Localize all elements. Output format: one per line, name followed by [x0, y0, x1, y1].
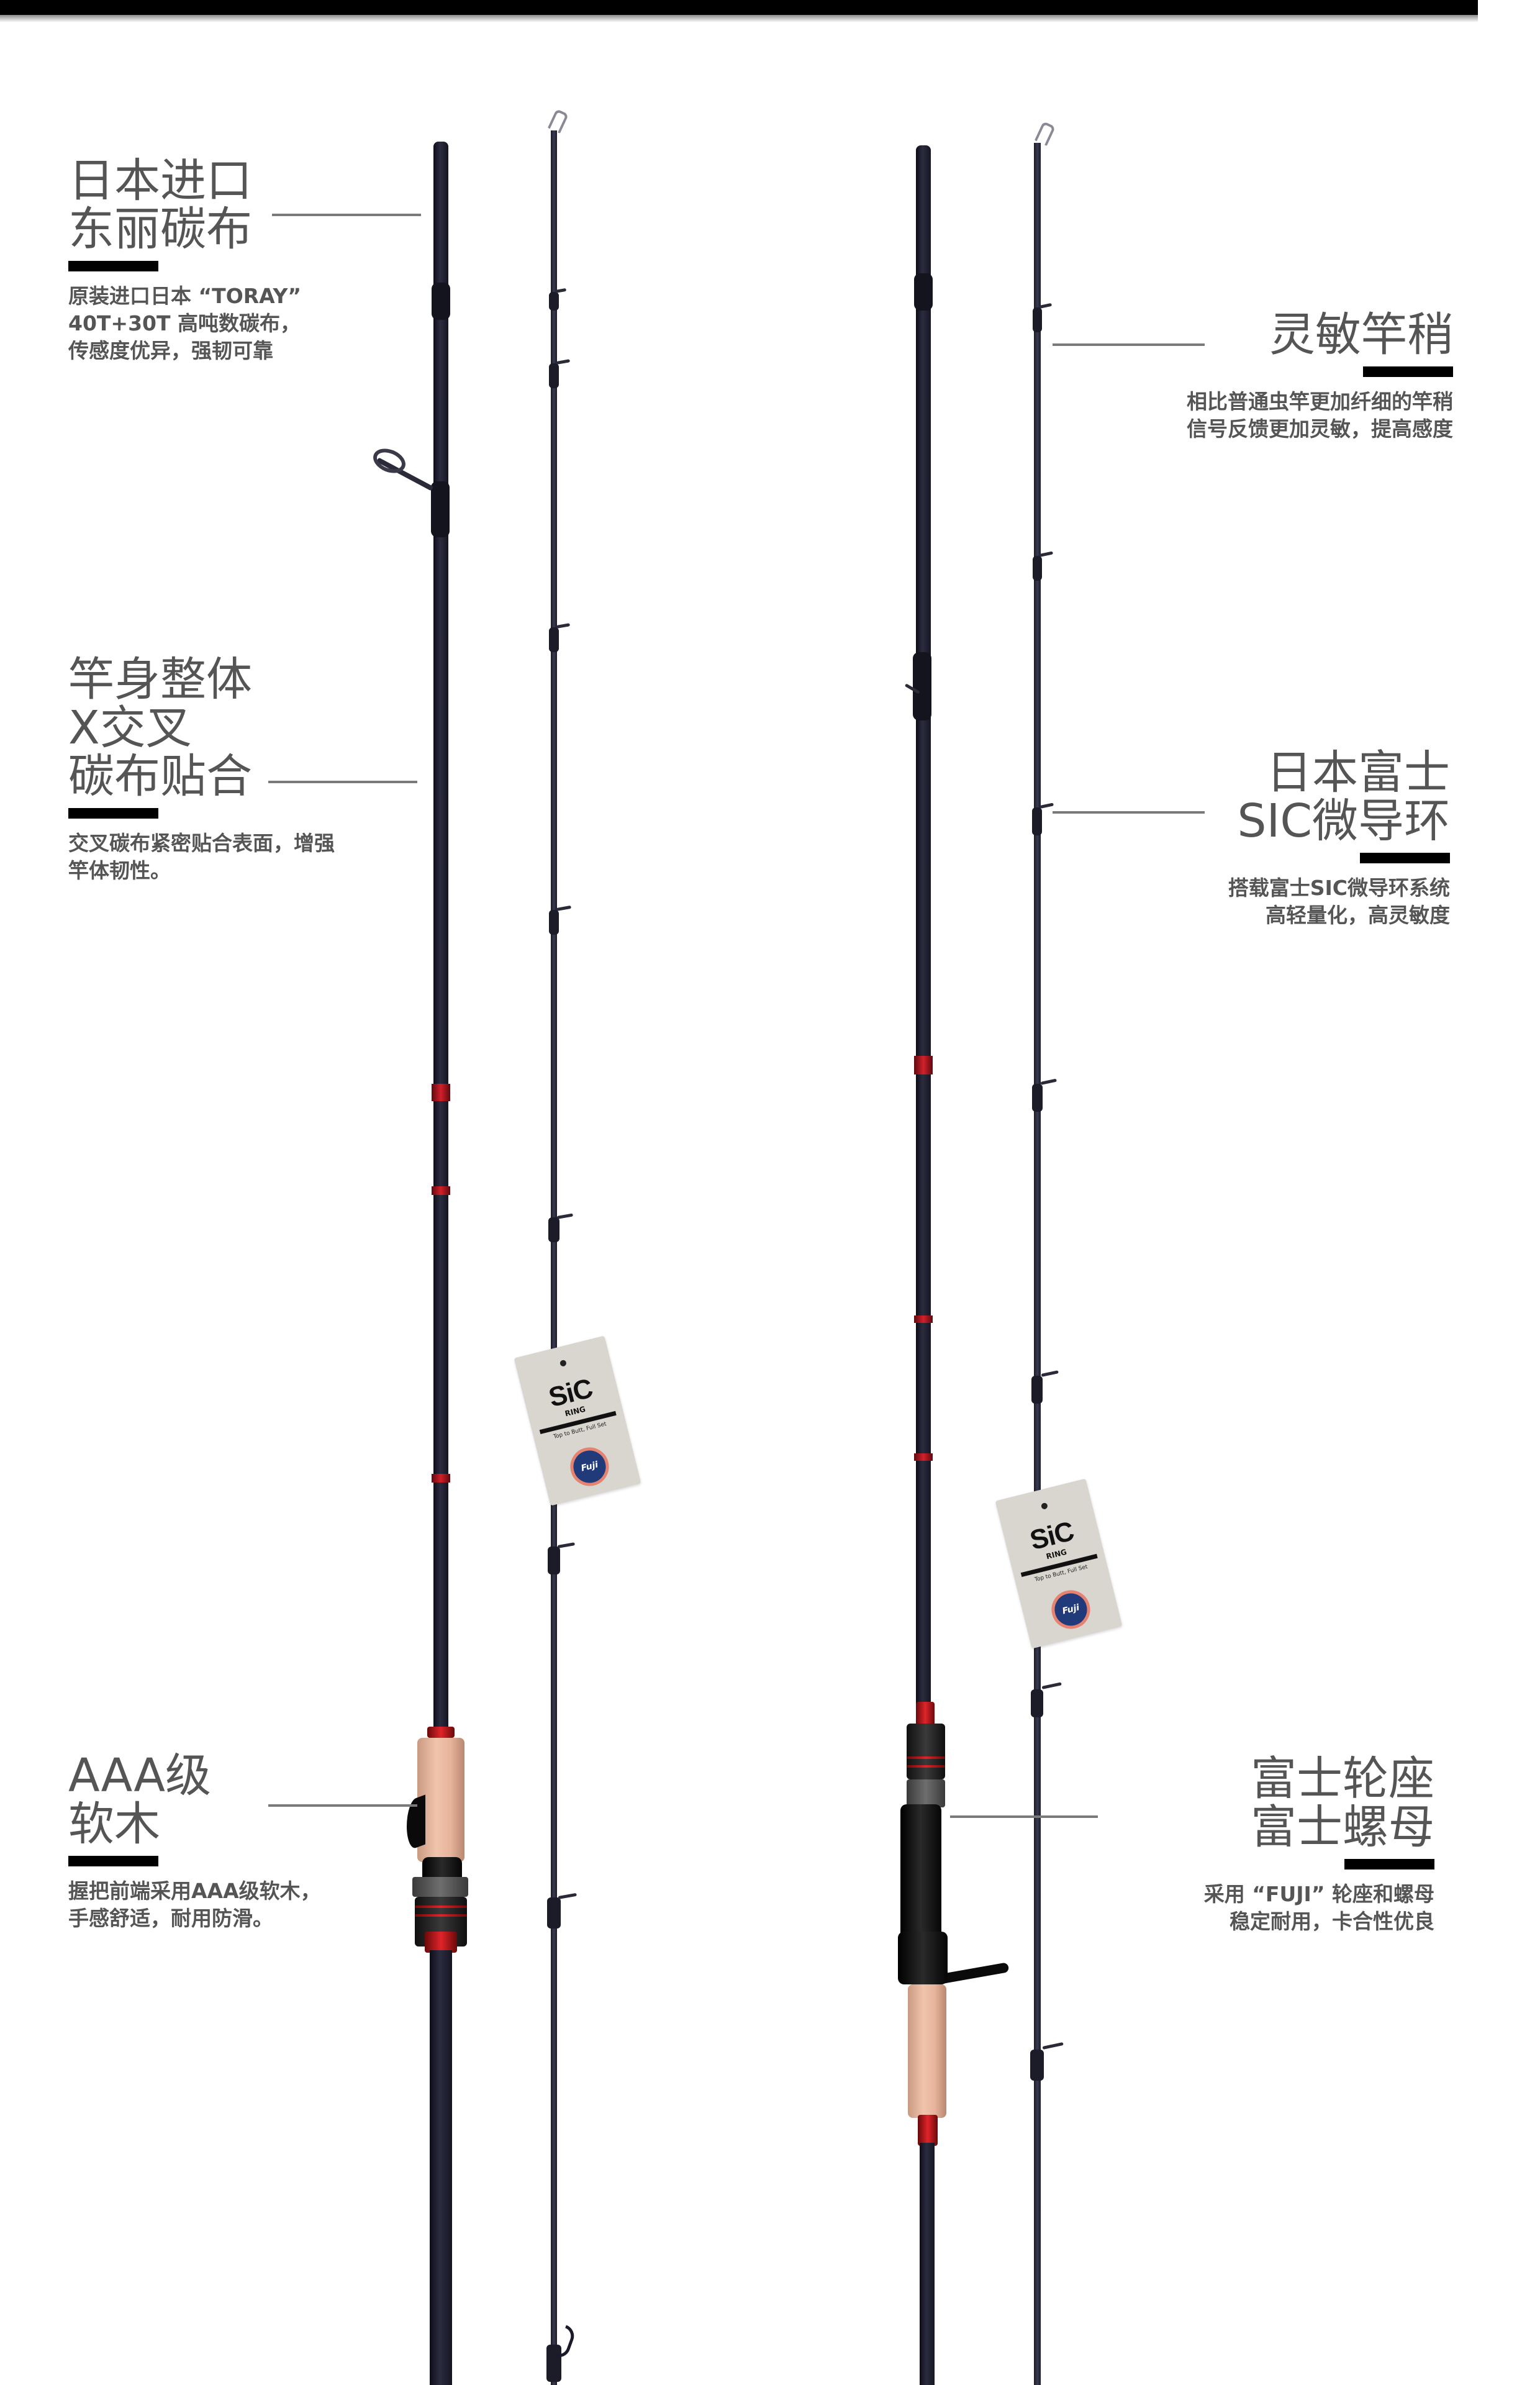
guide-ring — [556, 1213, 574, 1219]
callout-underline — [1360, 853, 1450, 863]
spinning-rod-nut-stripe — [415, 1906, 467, 1908]
leader-line-cork — [268, 1804, 417, 1807]
guide-foot — [548, 1547, 560, 1574]
callout-sensitive-tip: 灵敏竿稍 相比普通虫竿更加纤细的竿稍 信号反馈更加灵敏，提高感度 — [1187, 311, 1453, 443]
tag-hole — [559, 1359, 567, 1367]
guide-foot — [1032, 1084, 1043, 1112]
callout-description: 交叉碳布紧密贴合表面，增强 竿体韧性。 — [68, 831, 335, 883]
guide-foot — [1031, 1689, 1043, 1717]
callout-fuji-sic-guides: 日本富士 SIC微导环 搭载富士SIC微导环系统 高轻量化，高灵敏度 — [1228, 748, 1450, 929]
casting-rod-red-wrap — [914, 1315, 933, 1323]
sic-ring-hang-tag: SiC RING Top to Butt, Full Set Fuji — [514, 1335, 641, 1506]
spinning-rod-reel-foot-hood — [407, 1794, 425, 1851]
callout-description: 采用 “FUJI” 轮座和螺母 稳定耐用，卡合性优良 — [1203, 1882, 1434, 1933]
casting-rod-hood — [907, 1779, 945, 1807]
casting-rod-nut-stripe — [907, 1765, 945, 1768]
callout-title: 日本富士 SIC微导环 — [1237, 746, 1450, 848]
fuji-logo-icon: Fuji — [1047, 1586, 1095, 1633]
casting-rod-red-wrap — [914, 1056, 933, 1074]
callout-aaa-cork: AAA级 软木 握把前端采用AAA级软木， 手感舒适，耐用防滑。 — [68, 1751, 321, 1932]
guide-foot — [549, 910, 559, 935]
guide-ring — [557, 1542, 576, 1548]
guide-foot — [549, 627, 559, 652]
spinning-rod-rear-handle — [430, 1950, 452, 2385]
callout-description: 握把前端采用AAA级软木， 手感舒适，耐用防滑。 — [68, 1879, 321, 1930]
top-bar-shadow — [0, 15, 1478, 22]
callout-underline — [68, 808, 158, 819]
guide-foot — [549, 292, 559, 311]
guide-foot — [549, 363, 559, 388]
guide-ring — [1040, 1078, 1057, 1085]
leader-line-x-cross — [268, 781, 417, 783]
tag-hole — [1040, 1502, 1048, 1510]
spinning-rod-ferrule — [432, 283, 450, 320]
top-black-bar — [0, 0, 1478, 15]
callout-description: 相比普通虫竿更加纤细的竿稍 信号反馈更加灵敏，提高感度 — [1187, 389, 1453, 441]
casting-rod-tip-section — [1034, 143, 1041, 2385]
spinning-rod-red-wrap — [432, 1474, 450, 1483]
casting-rod-butt-ring — [918, 2115, 938, 2146]
guide-ring — [1042, 2042, 1064, 2050]
guide-ring — [1039, 302, 1053, 309]
callout-description: 搭载富士SIC微导环系统 高轻量化，高灵敏度 — [1228, 876, 1450, 927]
leader-line-sic-guides — [1053, 811, 1205, 814]
spinning-rod-nut-stripe — [415, 1914, 467, 1917]
spinning-rod-large-guide — [555, 2325, 578, 2361]
spinning-rod-guide-wrap — [431, 481, 450, 537]
callout-title: 灵敏竿稍 — [1269, 308, 1453, 361]
callout-title: 日本进口 东丽碳布 — [68, 154, 252, 256]
callout-title: AAA级 软木 — [68, 1749, 211, 1851]
guide-ring — [1041, 1682, 1062, 1689]
sic-ring-hang-tag: SiC RING Top to Butt, Full Set Fuji — [995, 1478, 1123, 1649]
spinning-rod-red-wrap — [432, 1186, 450, 1195]
leader-line-tip — [1053, 343, 1205, 346]
leader-line-reel-seat — [950, 1815, 1098, 1818]
callout-description: 原装进口日本 “TORAY” 40T+30T 高吨数碳布， 传感度优异，强韧可靠 — [68, 284, 302, 363]
guide-foot — [548, 1217, 559, 1242]
callout-toray-carbon: 日本进口 东丽碳布 原装进口日本 “TORAY” 40T+30T 高吨数碳布， … — [68, 157, 301, 365]
spinning-rod-winding-check — [427, 1727, 455, 1738]
callout-fuji-reel-seat: 富士轮座 富士螺母 采用 “FUJI” 轮座和螺母 稳定耐用，卡合性优良 — [1204, 1755, 1434, 1935]
guide-foot — [1033, 556, 1042, 581]
spinning-rod-red-wrap — [432, 1084, 450, 1101]
callout-title: 富士轮座 富士螺母 — [1251, 1752, 1434, 1854]
spinning-rod-tip-section — [551, 130, 557, 2385]
guide-ring — [558, 1892, 577, 1899]
guide-foot — [1033, 307, 1042, 332]
callout-underline — [68, 261, 158, 271]
casting-rod-cork-grip — [908, 1984, 946, 2118]
casting-rod-trigger-base — [898, 1932, 948, 1984]
casting-rod-ferrule — [914, 273, 933, 311]
casting-rod-rear-handle — [920, 2143, 935, 2385]
spinning-rod-butt-cap-ring — [425, 1932, 457, 1953]
callout-title: 竿身整体 X交叉 碳布贴合 — [68, 653, 252, 803]
spinning-rod-butt-section — [433, 142, 448, 1750]
callout-underline — [1363, 366, 1453, 377]
casting-rod-nut-stripe — [907, 1756, 945, 1759]
guide-foot — [1030, 2050, 1044, 2081]
callout-underline — [1344, 1859, 1434, 1869]
casting-rod-winding-check — [916, 1702, 935, 1727]
guide-ring — [1041, 1370, 1059, 1377]
casting-rod-red-wrap — [914, 1453, 933, 1461]
callout-underline — [68, 1856, 158, 1866]
fuji-logo-icon: Fuji — [566, 1443, 614, 1491]
guide-foot — [546, 2345, 561, 2382]
guide-ring — [1039, 551, 1054, 557]
guide-ring — [1040, 802, 1054, 809]
guide-ring — [556, 905, 572, 911]
leader-line-toray — [272, 214, 421, 216]
callout-x-cross-carbon: 竿身整体 X交叉 碳布贴合 交叉碳布紧密贴合表面，增强 竿体韧性。 — [68, 655, 335, 884]
casting-rod-butt-section — [916, 145, 931, 1742]
guide-foot — [547, 1897, 561, 1928]
casting-rod-fuji-reel-seat — [900, 1804, 941, 1941]
spinning-rod-hood — [412, 1877, 468, 1897]
guide-ring — [556, 359, 571, 365]
guide-foot — [1031, 1376, 1043, 1404]
casting-rod-guide-wrap — [913, 652, 931, 720]
casting-rod-fuji-nut — [907, 1724, 945, 1779]
guide-ring — [556, 623, 571, 629]
guide-foot — [1032, 807, 1042, 835]
